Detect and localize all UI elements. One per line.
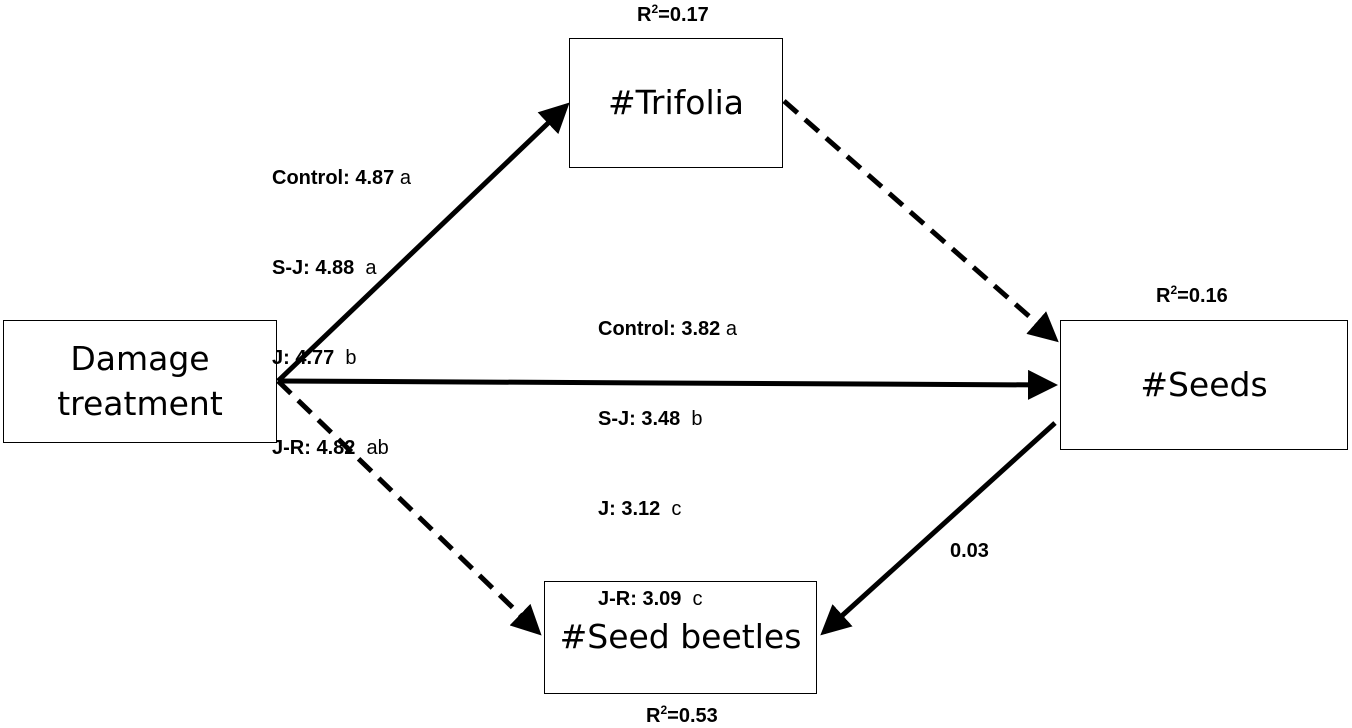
stat-row: Control: 4.87 a <box>272 167 411 189</box>
node-damage-line1: Damage <box>70 338 210 378</box>
r2-seeds: R2=0.16 <box>1156 283 1228 307</box>
node-seeds-label: #Seeds <box>1140 364 1268 404</box>
node-seed-beetles: #Seed beetles <box>544 581 817 694</box>
node-damage-line2: treatment <box>57 383 223 423</box>
stat-row: Control: 3.82 a <box>598 318 737 340</box>
node-seeds: #Seeds <box>1060 320 1348 450</box>
node-trifolia-label: #Trifolia <box>607 82 745 122</box>
node-damage-treatment: Damage treatment <box>3 320 277 443</box>
arrow-trifolia-to-seeds <box>782 99 1059 343</box>
stats-damage-to-seeds: Control: 3.82 a S-J: 3.48 b J: 3.12 c J-… <box>598 254 737 674</box>
stats-damage-to-trifolia: Control: 4.87 a S-J: 4.88 a J: 4.77 b J-… <box>272 103 411 523</box>
node-beetles-label: #Seed beetles <box>559 617 802 657</box>
stat-row: J-R: 4.82 ab <box>272 437 389 459</box>
arrow-damage-to-beetles <box>276 379 542 636</box>
stat-row: J: 3.12 c <box>598 498 682 520</box>
stat-row: J-R: 3.09 c <box>598 588 703 610</box>
arrow-damage-to-trifolia <box>276 102 570 383</box>
stat-row: J: 4.77 b <box>272 347 357 369</box>
arrow-damage-to-seeds <box>277 369 1058 400</box>
r2-beetles: R2=0.53 <box>646 703 718 727</box>
coef-seeds-to-beetles: 0.03 <box>950 540 989 562</box>
stat-row: S-J: 4.88 a <box>272 257 377 279</box>
arrow-seeds-to-beetles <box>820 421 1057 636</box>
node-trifolia: #Trifolia <box>569 38 783 168</box>
r2-trifolia: R2=0.17 <box>637 2 709 26</box>
stat-row: S-J: 3.48 b <box>598 408 703 430</box>
